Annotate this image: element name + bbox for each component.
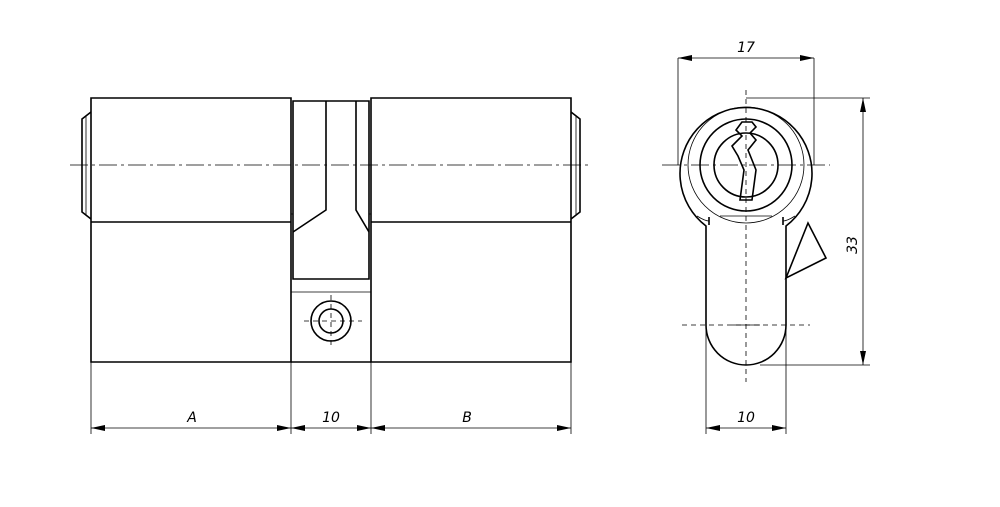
dim-label-center-width: 10 (322, 410, 340, 426)
center-cam-slot (292, 100, 370, 280)
left-body-outline (90, 97, 292, 363)
right-body-outline (370, 97, 572, 363)
cam (784, 221, 828, 280)
keyway (730, 121, 758, 201)
dim-label-b: B (462, 410, 472, 426)
dim-label-profile-height: 33 (845, 236, 861, 254)
profile-ring-outer (687, 106, 805, 224)
right-end-chamfer (570, 111, 581, 220)
profile-view: 17 33 10 (662, 40, 870, 434)
profile-outline (679, 106, 813, 366)
dim-label-profile-width: 17 (737, 40, 755, 56)
dim-label-bottom-width: 10 (737, 410, 755, 426)
dim-label-a: A (186, 410, 197, 426)
side-view: A 10 B (70, 97, 592, 434)
left-end-chamfer (81, 111, 92, 220)
